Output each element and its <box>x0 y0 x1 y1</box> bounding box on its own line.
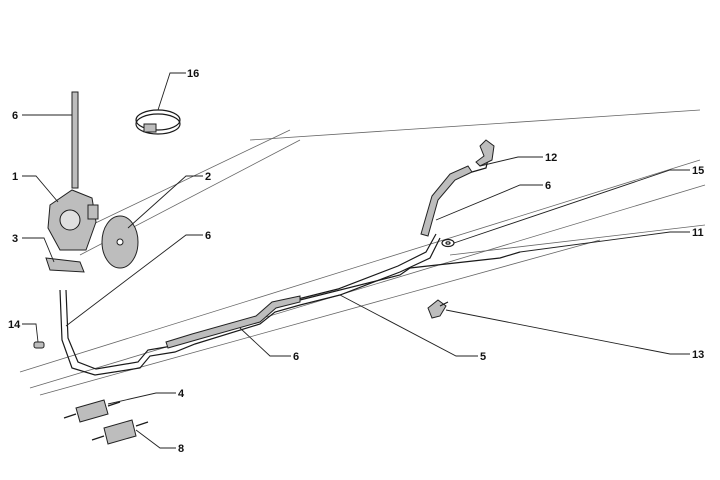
callout-3: 3 <box>12 233 18 245</box>
pin <box>33 341 45 349</box>
fuel-hose-lower <box>165 295 301 349</box>
washer <box>441 238 455 248</box>
callout-6-right: 6 <box>545 180 551 192</box>
callout-1: 1 <box>12 171 18 183</box>
callout-6-bottom: 6 <box>293 351 299 363</box>
callout-11: 11 <box>692 227 704 239</box>
callout-5: 5 <box>480 351 486 363</box>
callout-8: 8 <box>178 443 184 455</box>
fuel-tap <box>47 189 99 251</box>
tap-bracket <box>45 257 85 273</box>
callout-14: 14 <box>8 319 21 331</box>
callout-16: 16 <box>187 68 199 80</box>
fuel-filter-alt <box>91 419 149 445</box>
hose-clamp <box>135 109 181 135</box>
callout-13: 13 <box>692 349 704 361</box>
callout-12: 12 <box>545 152 557 164</box>
fuel-hose-riser <box>420 139 495 237</box>
fuel-filter <box>63 399 121 423</box>
callout-labels: 16 6 1 2 3 6 12 6 15 11 14 6 5 13 4 8 <box>8 68 704 455</box>
clip <box>427 299 449 319</box>
return-pipe <box>299 251 521 301</box>
leader-lines <box>22 72 690 449</box>
callout-4: 4 <box>178 388 185 400</box>
callout-2: 2 <box>205 171 211 183</box>
callout-6-top: 6 <box>12 110 18 122</box>
fuel-hose-vertical <box>71 91 79 189</box>
callout-15: 15 <box>692 165 704 177</box>
callout-6-mid: 6 <box>205 230 211 242</box>
tap-gasket-disc <box>101 215 139 269</box>
